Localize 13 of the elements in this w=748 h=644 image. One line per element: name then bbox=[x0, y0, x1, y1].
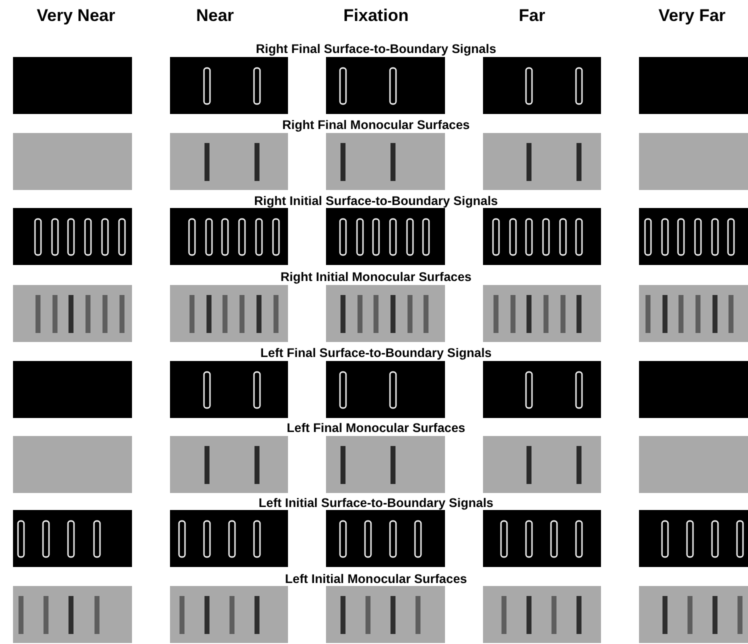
column-heading: Far bbox=[518, 6, 546, 26]
column-heading: Very Far bbox=[658, 6, 726, 26]
row-title: Left Final Surface-to-Boundary Signals bbox=[260, 346, 492, 360]
row-title: Right Final Monocular Surfaces bbox=[282, 118, 470, 132]
row-title: Left Final Monocular Surfaces bbox=[286, 421, 466, 435]
row-title: Right Final Surface-to-Boundary Signals bbox=[256, 42, 496, 56]
column-heading: Very Near bbox=[36, 6, 116, 26]
row-title: Left Initial Surface-to-Boundary Signals bbox=[258, 496, 494, 510]
row-title: Right Initial Surface-to-Boundary Signals bbox=[254, 194, 498, 208]
row-title: Right Initial Monocular Surfaces bbox=[280, 270, 472, 284]
column-heading: Near bbox=[196, 6, 234, 26]
row-title: Left Initial Monocular Surfaces bbox=[285, 572, 467, 586]
column-heading: Fixation bbox=[343, 6, 409, 26]
